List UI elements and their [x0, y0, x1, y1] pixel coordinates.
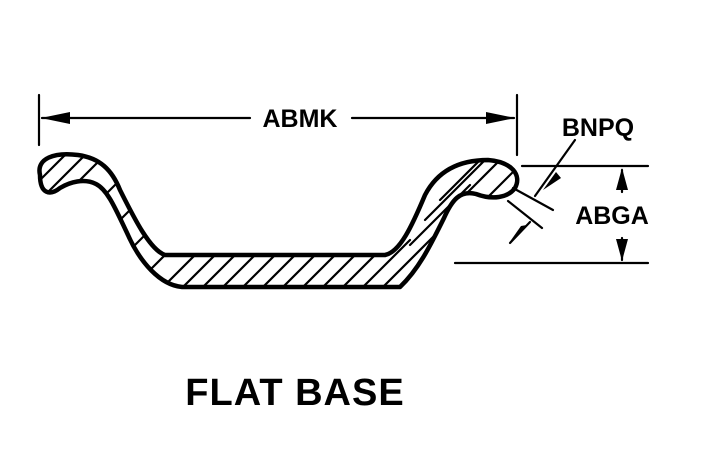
thickness-extension-2 — [506, 199, 544, 230]
width-arrowhead-left — [41, 112, 70, 124]
section-outline — [37, 152, 520, 290]
thickness-arrowhead-bottom — [509, 225, 527, 243]
height-label: ABGA — [575, 202, 649, 230]
thickness-leader-lower — [508, 220, 532, 245]
height-arrowhead-bottom — [616, 239, 628, 261]
thickness-dimension — [506, 138, 577, 245]
width-arrowhead-right — [486, 112, 515, 124]
height-arrowhead-top — [616, 168, 628, 190]
width-dimension — [37, 93, 519, 157]
height-dimension — [453, 164, 650, 265]
thickness-extension-1 — [511, 186, 555, 212]
diagram-caption: FLAT BASE — [185, 372, 404, 414]
thickness-label: BNPQ — [562, 114, 634, 142]
width-label: ABMK — [263, 105, 338, 133]
profile-section — [37, 152, 520, 290]
thickness-arrowhead-top — [543, 172, 561, 190]
thickness-leader — [533, 138, 577, 198]
